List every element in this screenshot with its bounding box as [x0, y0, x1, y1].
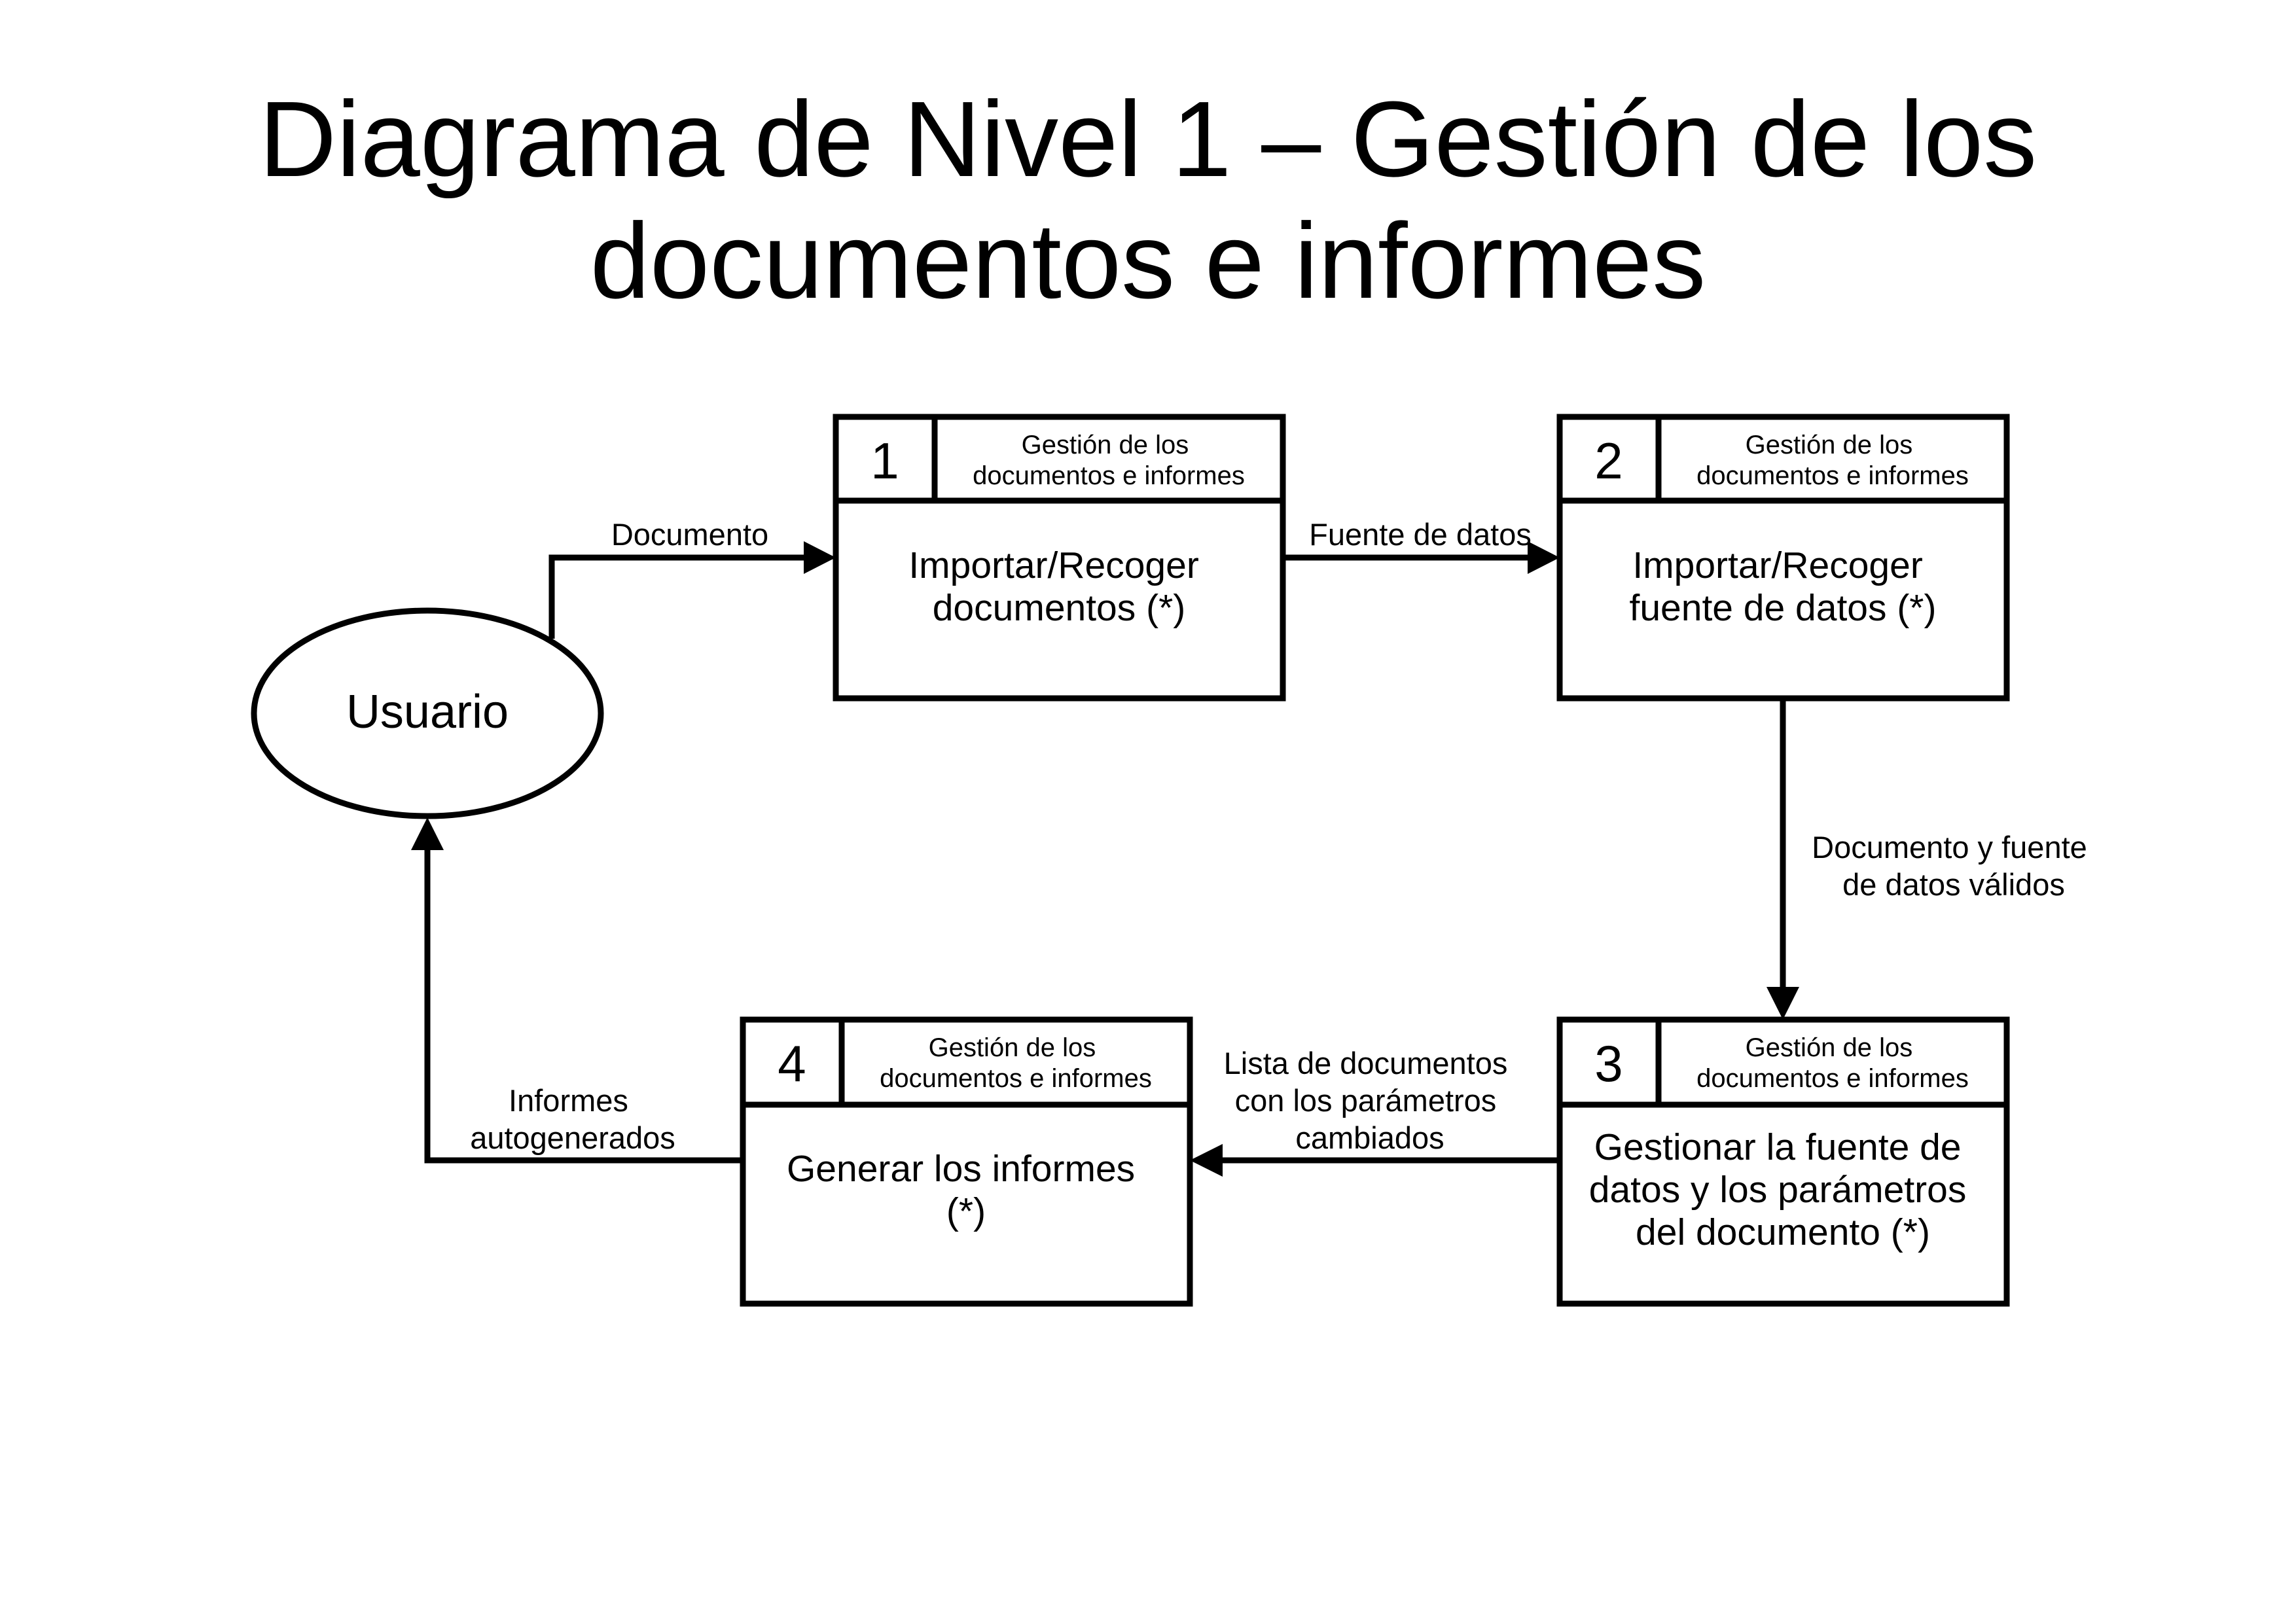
flow-label: Informes autogenerados: [470, 1083, 675, 1155]
process-4[interactable]: 4 Gestión de los documentos e informes G…: [740, 1016, 1193, 1307]
flow-informes-autogenerados[interactable]: Informes autogenerados: [411, 817, 743, 1164]
process-3[interactable]: 3 Gestión de los documentos e informes G…: [1556, 1016, 2010, 1307]
flow-label: Documento: [611, 517, 768, 552]
process-header: Gestión de los documentos e informes: [880, 1033, 1152, 1093]
process-number: 1: [870, 432, 899, 490]
process-1[interactable]: 1 Gestión de los documentos e informes I…: [833, 414, 1286, 702]
process-header: Gestión de los documentos e informes: [1696, 1033, 1969, 1093]
process-label: Gestionar la fuente de datos y los parám…: [1589, 1126, 1977, 1253]
process-number: 2: [1594, 432, 1623, 490]
flow-label: Documento y fuente de datos válidos: [1812, 830, 2096, 902]
process-label: Generar los informes (*): [787, 1148, 1145, 1232]
process-header: Gestión de los documentos e informes: [973, 431, 1245, 490]
process-header: Gestión de los documentos e informes: [1696, 431, 1969, 490]
flow-fuente-de-datos[interactable]: Fuente de datos: [1283, 517, 1560, 574]
process-label: Importar/Recoger fuente de datos (*): [1630, 544, 1937, 629]
flow-label: Fuente de datos: [1309, 517, 1532, 552]
process-2[interactable]: 2 Gestión de los documentos e informes I…: [1556, 414, 2010, 702]
flow-lista-documentos[interactable]: Lista de documentos con los parámetros c…: [1190, 1046, 1560, 1177]
process-number: 3: [1594, 1035, 1623, 1092]
actor-label: Usuario: [346, 686, 509, 738]
diagram-title: Diagrama de Nivel 1 – Gestión de los doc…: [259, 79, 2037, 321]
flow-documento-fuente-validos[interactable]: Documento y fuente de datos válidos: [1767, 698, 2096, 1020]
process-number: 4: [778, 1035, 806, 1092]
flow-label: Lista de documentos con los parámetros c…: [1224, 1046, 1516, 1155]
process-label: Importar/Recoger documentos (*): [908, 544, 1209, 629]
flow-documento[interactable]: Documento: [548, 517, 836, 639]
actor-usuario[interactable]: Usuario: [251, 607, 604, 819]
